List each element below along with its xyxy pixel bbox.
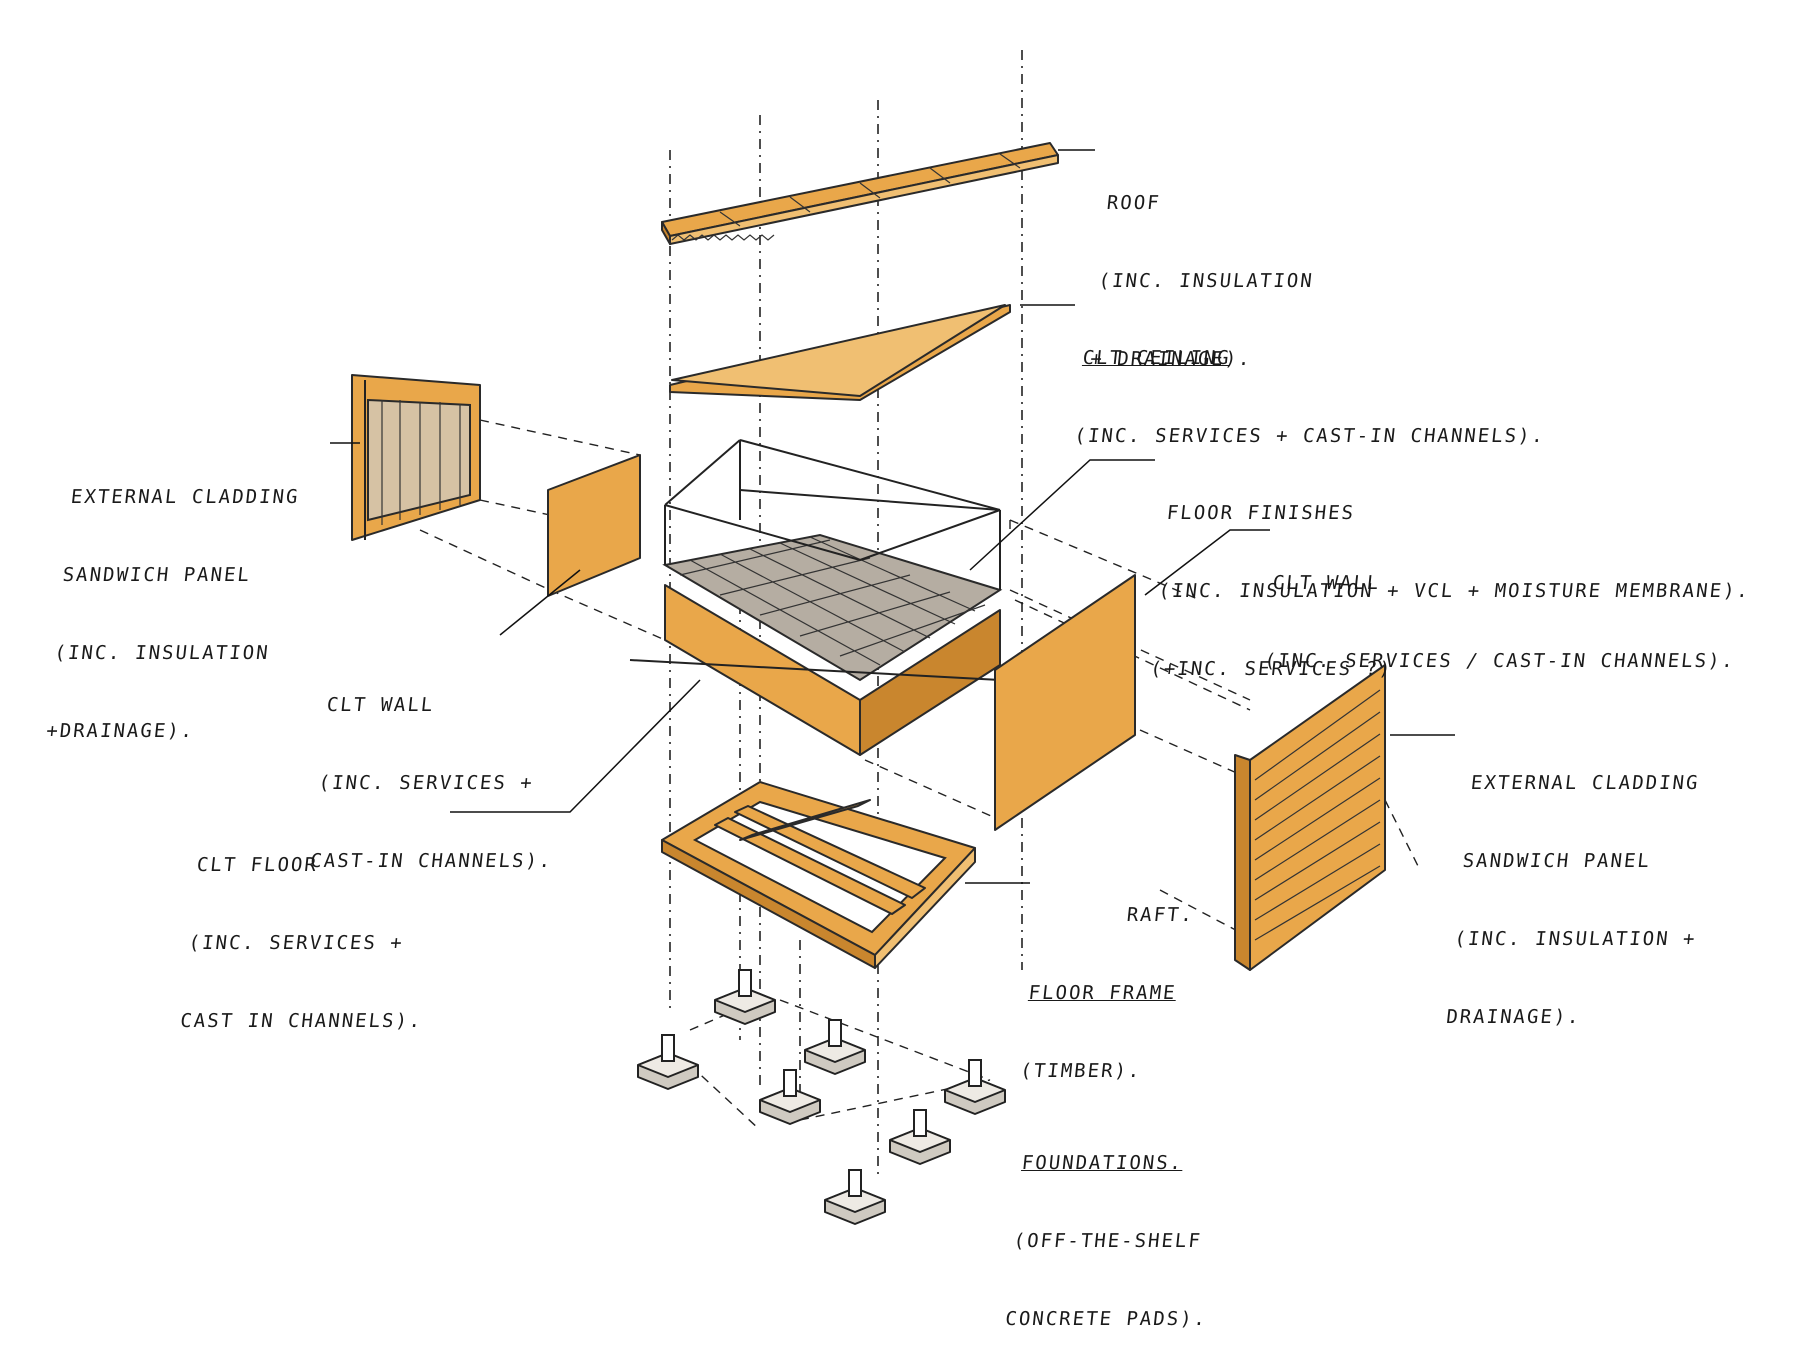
foundations-label-line2: (OFF-THE-SHELF	[1012, 1230, 1203, 1252]
cladding-right-label-line1: EXTERNAL CLADDING	[1469, 772, 1701, 794]
foundations-label-line3: CONCRETE PADS).	[1004, 1308, 1209, 1330]
clt-wall-left-label-line2: (INC. SERVICES +	[317, 772, 535, 794]
floor-frame-label-line1: FLOOR FRAME	[1027, 982, 1178, 1004]
foundations-label: FOUNDATIONS. (OFF-THE-SHELF CONCRETE PAD…	[1001, 1098, 1230, 1358]
clt-floor-label-line2: (INC. SERVICES +	[187, 932, 405, 954]
foundation-pad	[824, 1169, 886, 1225]
clt-wall-right-label-line1: CLT WALL	[1271, 572, 1382, 594]
roof-panel	[661, 142, 1059, 245]
clt-ceiling-panel	[669, 304, 1011, 401]
clt-wall-right	[994, 574, 1136, 831]
floor-frame-label-line0: RAFT.	[1125, 904, 1196, 926]
foundation-pad	[944, 1059, 1006, 1115]
cladding-left-label-line2: SANDWICH PANEL	[61, 564, 253, 586]
clt-floor-label-line3: CAST IN CHANNELS).	[179, 1010, 424, 1032]
cladding-right-label: EXTERNAL CLADDING SANDWICH PANEL (INC. I…	[1442, 718, 1719, 1056]
clt-ceiling-label-line1: CLT CEILING	[1081, 347, 1232, 369]
foundation-pad	[714, 969, 776, 1025]
cladding-right-label-line3: (INC. INSULATION +	[1453, 928, 1698, 950]
roof-label-line2: (INC. INSULATION	[1097, 270, 1315, 292]
foundation-pad	[759, 1069, 821, 1125]
floor-frame-label-line2: (TIMBER).	[1019, 1060, 1143, 1082]
cladding-panel-left	[351, 374, 481, 541]
cladding-left-label-line4: +DRAINAGE).	[45, 720, 196, 742]
foundation-pad	[804, 1019, 866, 1075]
foundation-pad	[637, 1034, 699, 1090]
cladding-right-label-line2: SANDWICH PANEL	[1461, 850, 1653, 872]
floor-frame-label: RAFT. FLOOR FRAME (TIMBER).	[1016, 850, 1201, 1110]
clt-floor-label: CLT FLOOR (INC. SERVICES + CAST IN CHANN…	[176, 800, 445, 1060]
roof-label-line1: ROOF	[1105, 192, 1162, 214]
cladding-panel-right	[1234, 664, 1386, 971]
exploded-axonometric-sketch	[330, 50, 1455, 1225]
clt-wall-right-label: CLT WALL (INC. SERVICES / CAST-IN CHANNE…	[1260, 518, 1750, 700]
foundation-pad	[889, 1109, 951, 1165]
cladding-right-label-line4: DRAINAGE).	[1445, 1006, 1582, 1028]
clt-wall-left-label-line1: CLT WALL	[325, 694, 436, 716]
clt-ceiling-label-line2: (INC. SERVICES + CAST-IN CHANNELS).	[1073, 425, 1547, 447]
clt-floor-label-line1: CLT FLOOR	[195, 854, 319, 876]
raft-floor-frame	[661, 781, 976, 969]
clt-wall-left	[547, 454, 641, 597]
leader-lines	[330, 149, 1455, 884]
clt-floor-box	[629, 439, 1003, 756]
cladding-left-label-line3: (INC. INSULATION	[53, 642, 271, 664]
cladding-left-label: EXTERNAL CLADDING SANDWICH PANEL (INC. I…	[42, 432, 306, 770]
cladding-left-label-line1: EXTERNAL CLADDING	[69, 486, 301, 508]
foundations-label-line1: FOUNDATIONS.	[1020, 1152, 1185, 1174]
foundation-pads	[637, 969, 1006, 1225]
clt-wall-right-label-line2: (INC. SERVICES / CAST-IN CHANNELS).	[1263, 650, 1737, 672]
